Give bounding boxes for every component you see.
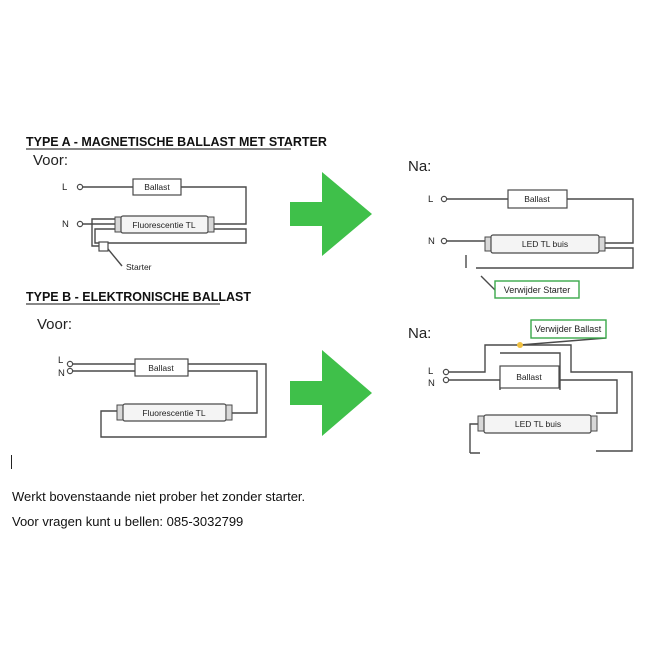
led-tube-label: LED TL buis <box>515 419 561 429</box>
ballast-label: Ballast <box>524 194 550 204</box>
terminal-l-label: L <box>58 355 63 366</box>
terminal-n-dot <box>76 220 84 228</box>
terminal-n-label: N <box>428 378 435 389</box>
tube-cap-left <box>116 404 124 421</box>
tube-cap-right <box>590 415 598 432</box>
callout-leader <box>519 337 607 346</box>
ballast-label: Ballast <box>516 372 542 382</box>
terminal-n-dot <box>440 237 448 245</box>
starter-label: Starter <box>126 262 152 272</box>
type-b-after-label: Na: <box>408 325 431 342</box>
terminal-l-dot <box>66 360 74 368</box>
remove-starter-label: Verwijder Starter <box>504 285 571 295</box>
note-contact-phone: Voor vragen kunt u bellen: 085-3032799 <box>12 514 244 529</box>
type-a-heading: TYPE A - MAGNETISCHE BALLAST MET STARTER <box>26 135 327 149</box>
remove-ballast-label: Verwijder Ballast <box>535 324 602 334</box>
type-a-after-circuit: L N Ballast LED TL buis Verwijder Starte… <box>428 189 634 299</box>
wire-return <box>91 218 247 247</box>
tube-label: Fluorescentie TL <box>142 408 205 418</box>
starter-gap-wire <box>465 255 497 292</box>
ballast-box <box>499 365 560 389</box>
terminal-l-label: L <box>62 182 67 193</box>
tube-cap-right <box>207 216 215 233</box>
tube-cap-left <box>484 236 492 252</box>
remove-ballast-callout <box>530 319 607 339</box>
type-b-after-circuit: L N Ballast LED TL buis Verwijder Ballas… <box>428 319 633 454</box>
wire-tube-lead-b <box>188 370 258 414</box>
ballast-box <box>507 189 568 209</box>
tube-label: Fluorescentie TL <box>132 220 195 230</box>
led-tube-label: LED TL buis <box>522 239 568 249</box>
wire-l-n <box>71 363 135 372</box>
type-a-before-label: Voor: <box>33 152 68 169</box>
starter-box <box>98 241 109 252</box>
wire-internal <box>469 352 561 454</box>
type-b-before-circuit: L N Ballast Fluorescentie TL <box>58 355 267 438</box>
tube-cap-right <box>225 404 233 421</box>
ballast-label: Ballast <box>148 363 174 373</box>
removal-marker-icon <box>517 342 523 348</box>
ballast-box <box>134 358 189 377</box>
text-cursor <box>11 455 12 469</box>
terminal-l-label: L <box>428 366 433 377</box>
note-no-starter: Werkt bovenstaande niet prober het zonde… <box>12 489 306 504</box>
type-a-after-label: Na: <box>408 158 431 175</box>
terminal-n-label: N <box>58 368 65 379</box>
terminal-l-label: L <box>428 194 433 205</box>
terminal-l-dot <box>440 195 448 203</box>
arrow-right-icon <box>290 172 372 256</box>
type-b-heading: TYPE B - ELEKTRONISCHE BALLAST <box>26 290 251 304</box>
arrow-right-icon <box>290 350 372 436</box>
wire-l <box>81 186 247 225</box>
terminal-l-dot <box>76 183 84 191</box>
wire-l <box>445 198 634 244</box>
ballast-label: Ballast <box>144 182 170 192</box>
ballast-box <box>132 178 182 196</box>
terminal-n-label: N <box>428 236 435 247</box>
terminal-n-label: N <box>62 219 69 230</box>
wire-tube-lead-a <box>100 363 267 438</box>
terminal-n-dot <box>442 376 450 384</box>
wire-l <box>447 344 633 452</box>
remove-starter-callout <box>494 280 580 299</box>
starter-lead <box>107 248 123 267</box>
terminal-l-dot <box>442 368 450 376</box>
wire-return <box>476 247 634 269</box>
tube-cap-right <box>598 236 606 252</box>
tube-cap-left <box>477 415 485 432</box>
terminal-n-dot <box>66 367 74 375</box>
type-a-before-circuit: L N Ballast Fluorescentie TL Starter <box>62 178 247 272</box>
type-b-before-label: Voor: <box>37 316 72 333</box>
tube-cap-left <box>114 216 122 233</box>
